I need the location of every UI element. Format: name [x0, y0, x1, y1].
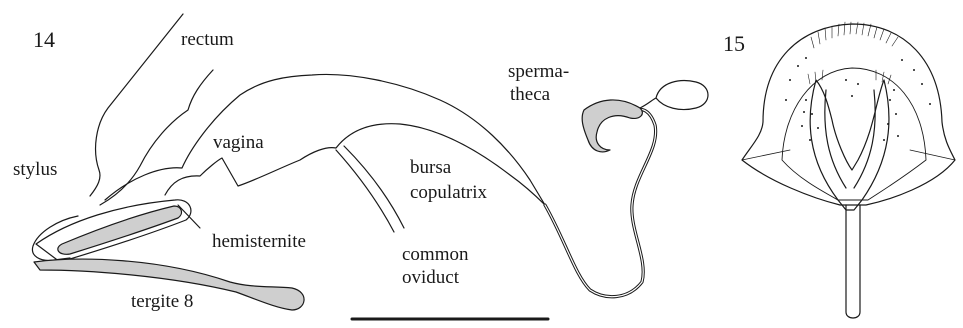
hemisternite-shape [36, 200, 200, 262]
figure-number-14: 14 [33, 28, 55, 51]
label-vagina: vagina [213, 133, 264, 153]
label-rectum: rectum [181, 30, 234, 50]
stalk [846, 205, 860, 318]
label-oviduct-line-1: common [402, 245, 469, 265]
spermathecal-duct [545, 109, 656, 296]
label-hemisternite: hemisternite [212, 232, 306, 252]
figure-15-drawing [742, 22, 955, 318]
label-bursa-line-2: copulatrix [410, 183, 487, 203]
figure-14-drawing [32, 14, 708, 319]
label-spermatheca-line-1: sperma- [508, 62, 569, 82]
figure-number-15: 15 [723, 32, 745, 55]
inner-plate [782, 68, 926, 200]
label-oviduct-line-2: oviduct [402, 268, 459, 288]
common-oviduct-shape [336, 146, 404, 232]
setae [808, 22, 898, 84]
outer-shield [742, 24, 955, 205]
label-stylus: stylus [13, 160, 57, 180]
label-spermatheca-line-2: theca [510, 85, 550, 105]
label-bursa-line-1: bursa [410, 158, 451, 178]
label-tergite-8: tergite 8 [131, 292, 193, 312]
pores [785, 57, 931, 141]
spermatheca-shape [582, 81, 708, 152]
